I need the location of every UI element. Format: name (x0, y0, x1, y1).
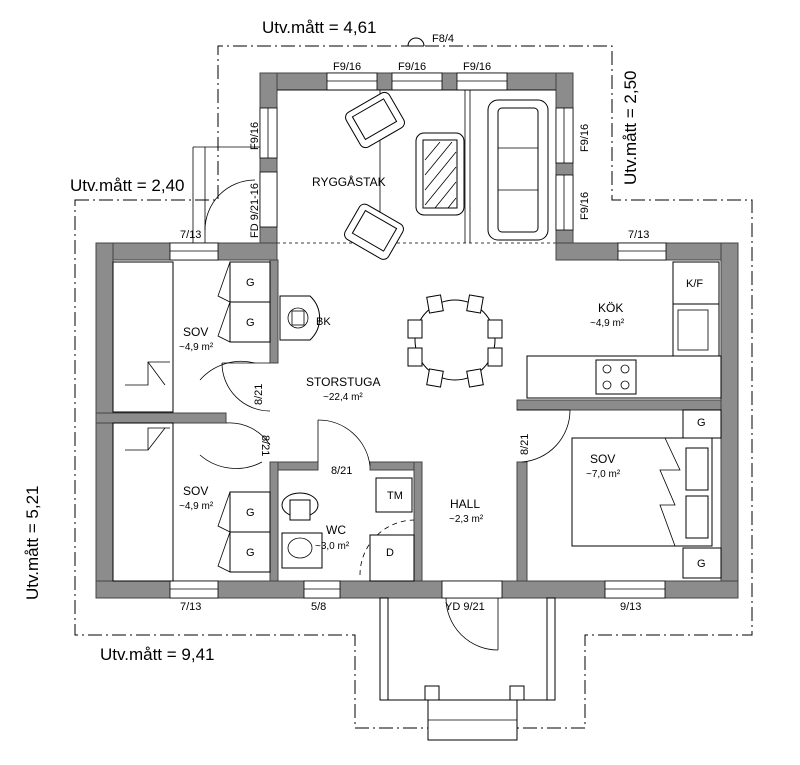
room-hall-name: HALL (450, 497, 480, 511)
room-wc-name: WC (326, 523, 346, 537)
room-sov-bottom-name: SOV (183, 484, 208, 498)
fd-door (192, 146, 260, 243)
room-kok-area: ~4,9 m² (590, 318, 625, 329)
label-w5-8: 5/8 (311, 601, 326, 613)
bedroom-top-left-furniture (112, 261, 271, 413)
porch-table (344, 91, 465, 260)
room-storstuga-name: STORSTUGA (306, 375, 380, 389)
room-sov-top-area: ~4,9 m² (179, 342, 214, 353)
label-w9-13: 9/13 (620, 601, 641, 613)
dim-bottom: Utv.mått = 9,41 (100, 645, 214, 664)
fixture-g2: G (246, 317, 255, 329)
room-ryggastak-name: RYGGÅSTAK (312, 174, 386, 189)
dim-top: Utv.mått = 4,61 (262, 18, 376, 37)
fixture-bk: BK (316, 316, 331, 328)
f8-4-window (407, 37, 425, 47)
fixture-g4: G (246, 547, 255, 559)
room-sov-right-area: ~7,0 m² (586, 469, 621, 480)
room-kok-name: KÖK (598, 301, 623, 315)
label-f8-4: F8/4 (432, 33, 454, 45)
wc-fixtures (281, 477, 415, 582)
bedroom-bottom-left-furniture (112, 422, 271, 582)
label-f9-16-c: F9/16 (463, 61, 491, 73)
label-f9-16-left: F9/16 (249, 122, 261, 150)
dim-left-upper: Utv.mått = 2,40 (70, 176, 184, 195)
room-sov-right-name: SOV (590, 452, 615, 466)
fixture-tm: TM (387, 490, 403, 502)
label-w7-13-bottom-left: 7/13 (180, 601, 201, 613)
porch-walls (259, 72, 574, 244)
label-d8-21-right: 8/21 (519, 434, 531, 455)
label-f9-16-right-b: F9/16 (579, 192, 591, 220)
house-walls (95, 242, 739, 599)
room-storstuga-area: ~22,4 m² (323, 392, 363, 403)
label-fd-9-21-16: FD 9/21-16 (249, 183, 261, 238)
label-d8-21-wc: 8/21 (331, 465, 352, 477)
fixture-d: D (386, 547, 394, 559)
dim-right: Utv.mått = 2,50 (621, 71, 640, 185)
exterior-outline (74, 45, 753, 729)
fixture-g3: G (246, 507, 255, 519)
porch-sofa (487, 99, 549, 241)
label-d8-21-b: 8/21 (259, 435, 271, 456)
label-w7-13-top-left: 7/13 (180, 229, 201, 241)
entrance-porch (379, 597, 556, 741)
fixture-g1: G (246, 277, 255, 289)
label-d8-21-a: 8/21 (253, 384, 265, 405)
label-w7-13-top-right: 7/13 (628, 229, 649, 241)
room-hall-area: ~2,3 m² (449, 514, 484, 525)
label-f9-16-b: F9/16 (398, 61, 426, 73)
door-swings (199, 360, 571, 651)
dim-left-side: Utv.mått = 5,21 (23, 486, 42, 600)
stove-bk (279, 295, 321, 341)
bedroom-right-furniture (571, 409, 722, 579)
fixture-g5: G (697, 417, 706, 429)
label-f9-16-a: F9/16 (333, 61, 361, 73)
dining-table (407, 294, 503, 388)
label-yd-9-21: YD 9/21 (445, 601, 485, 613)
kitchen-fixtures (526, 261, 722, 399)
fixture-g6: G (697, 558, 706, 570)
room-wc-area: ~3,0 m² (315, 541, 350, 552)
room-sov-bottom-area: ~4,9 m² (179, 501, 214, 512)
room-sov-top-name: SOV (183, 325, 208, 339)
label-f9-16-right-a: F9/16 (579, 124, 591, 152)
interior-walls (95, 259, 722, 582)
fixture-kf: K/F (686, 278, 703, 290)
